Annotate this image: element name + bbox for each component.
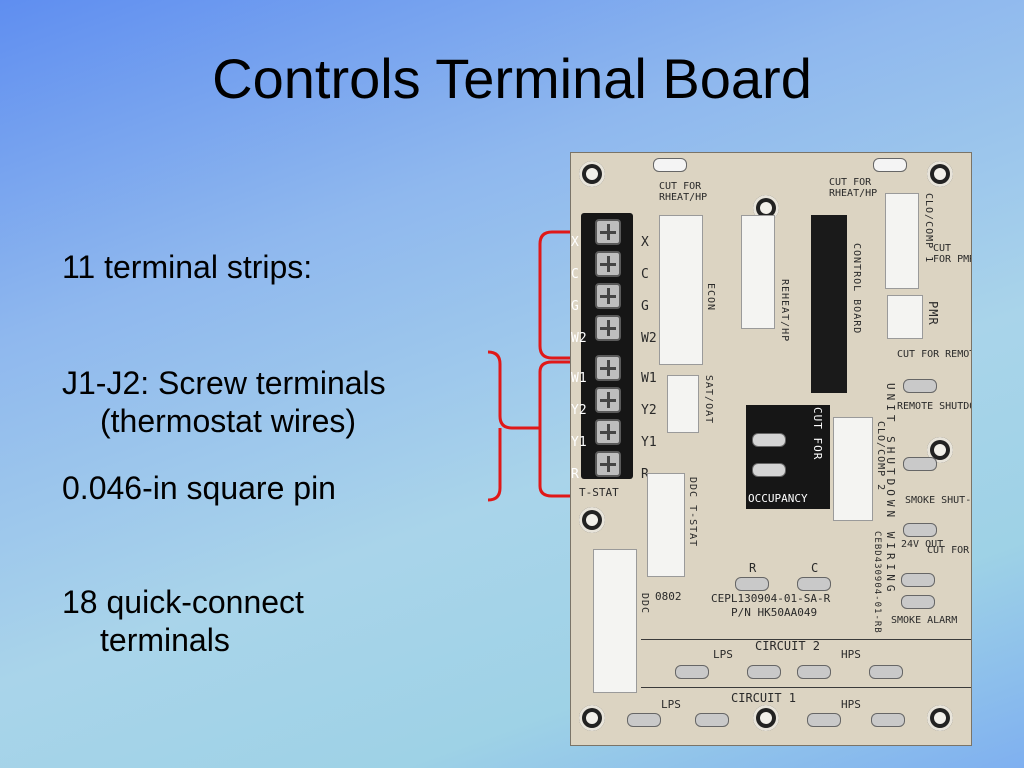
circuit-1-label: CIRCUIT 1 bbox=[731, 691, 797, 705]
reheat-hp-connector bbox=[741, 215, 775, 329]
part-0802-label: 0802 bbox=[655, 590, 682, 603]
unit-shutdown-wiring-label: UNIT SHUTDOWN WIRING bbox=[884, 383, 897, 596]
control-board-connector bbox=[811, 215, 847, 393]
screw-terminal-w2 bbox=[595, 315, 621, 341]
jumper-tab bbox=[752, 433, 786, 447]
jumper-tab bbox=[653, 158, 687, 172]
r-quick-connect bbox=[735, 577, 769, 591]
r-terminal-label: R bbox=[749, 561, 757, 575]
screw-terminal-y1 bbox=[595, 419, 621, 445]
tstat-label: T-STAT bbox=[579, 486, 619, 499]
screw-terminal-g bbox=[595, 283, 621, 309]
econ-label: ECON bbox=[705, 283, 716, 312]
hps-quick-connect-1b bbox=[871, 713, 905, 727]
screw-terminal-y2 bbox=[595, 387, 621, 413]
jumper-tab bbox=[901, 595, 935, 609]
lps-quick-connect-2b bbox=[747, 665, 781, 679]
board-id-label: CEPL130904-01-SA-R bbox=[711, 592, 831, 605]
screw-terminal-w1 bbox=[595, 355, 621, 381]
lps-quick-connect-1b bbox=[695, 713, 729, 727]
pmr-connector bbox=[887, 295, 923, 339]
jumper-tab bbox=[901, 573, 935, 587]
ddc-label: DDC bbox=[639, 593, 650, 615]
mounting-hole bbox=[579, 161, 605, 187]
bullet-square-pin: 0.046-in square pin bbox=[62, 470, 336, 506]
sat-oat-label: SAT/OAT bbox=[703, 375, 714, 425]
hps-quick-connect-2b bbox=[869, 665, 903, 679]
occupancy-block: CUT FOR OCCUPANCY bbox=[746, 405, 830, 509]
smoke-shutdown-label: SMOKE SHUT-DOWN bbox=[905, 495, 972, 506]
clo-comp-1-connector bbox=[885, 193, 919, 289]
part-number-label: P/N HK50AA049 bbox=[731, 606, 818, 619]
lps-label-2: LPS bbox=[713, 648, 733, 661]
remote-shutdown-label: REMOTE SHUTDOWN bbox=[897, 401, 971, 412]
c-quick-connect bbox=[797, 577, 831, 591]
hps-label-1: HPS bbox=[841, 698, 861, 711]
occupancy-label: OCCUPANCY bbox=[748, 492, 808, 505]
jumper-tab bbox=[873, 158, 907, 172]
lps-quick-connect-1 bbox=[627, 713, 661, 727]
clo-comp-1-label: CLO/COMP 1 bbox=[923, 193, 934, 264]
econ-connector bbox=[659, 215, 703, 365]
reheat-hp-label: REHEAT/HP bbox=[779, 279, 790, 343]
c-terminal-label: C bbox=[811, 561, 819, 575]
pmr-label: PMR bbox=[926, 301, 940, 326]
sat-oat-connector bbox=[667, 375, 699, 433]
hps-label-2: HPS bbox=[841, 648, 861, 661]
24v-out-label: 24V OUT bbox=[901, 539, 944, 550]
lps-label-1: LPS bbox=[661, 698, 681, 711]
circuit-divider bbox=[641, 687, 971, 688]
jumper-tab bbox=[752, 463, 786, 477]
bullet-quick-connect: 18 quick-connect terminals bbox=[62, 584, 304, 658]
clo-comp-2-connector bbox=[833, 417, 873, 521]
mounting-hole bbox=[579, 705, 605, 731]
mounting-hole bbox=[927, 161, 953, 187]
mounting-hole bbox=[927, 705, 953, 731]
jumper-tab bbox=[903, 523, 937, 537]
hps-quick-connect-2 bbox=[797, 665, 831, 679]
ddc-tstat-label: DDC T-STAT bbox=[687, 477, 698, 548]
cebd-label: CEBD430904-01-RB bbox=[872, 531, 882, 634]
jumper-tab bbox=[903, 457, 937, 471]
screw-terminal-c bbox=[595, 251, 621, 277]
slide-title: Controls Terminal Board bbox=[212, 47, 812, 110]
bullet-screw-terminals: J1-J2: Screw terminals (thermostat wires… bbox=[62, 365, 386, 439]
circuit-2-label: CIRCUIT 2 bbox=[755, 639, 821, 653]
ddc-connector bbox=[593, 549, 637, 693]
cut-for-smoke-detector-label: CUT FOR SMOKE DETECTOR bbox=[927, 545, 971, 556]
bullet-terminal-strips: 11 terminal strips: bbox=[62, 249, 313, 285]
clo-comp-2-label: CLO/COMP 2 bbox=[875, 421, 886, 492]
cut-for-remote-shutdown-label: CUT FOR REMOTE SHUTDOWN bbox=[897, 349, 971, 360]
lps-quick-connect-2 bbox=[675, 665, 709, 679]
control-board-label: CONTROL BOARD bbox=[851, 243, 862, 335]
lower-brace bbox=[487, 350, 574, 502]
mounting-hole bbox=[753, 705, 779, 731]
upper-brace bbox=[538, 230, 574, 360]
jumper-tab bbox=[903, 379, 937, 393]
smoke-alarm-label: SMOKE ALARM bbox=[891, 615, 958, 626]
screw-terminal-r bbox=[595, 451, 621, 477]
hps-quick-connect-1 bbox=[807, 713, 841, 727]
screw-terminal-x bbox=[595, 219, 621, 245]
mounting-hole bbox=[579, 507, 605, 533]
ddc-tstat-connector bbox=[647, 473, 685, 577]
circuit-divider bbox=[641, 639, 971, 640]
cut-for-occupancy-label: CUT FOR bbox=[811, 407, 824, 461]
